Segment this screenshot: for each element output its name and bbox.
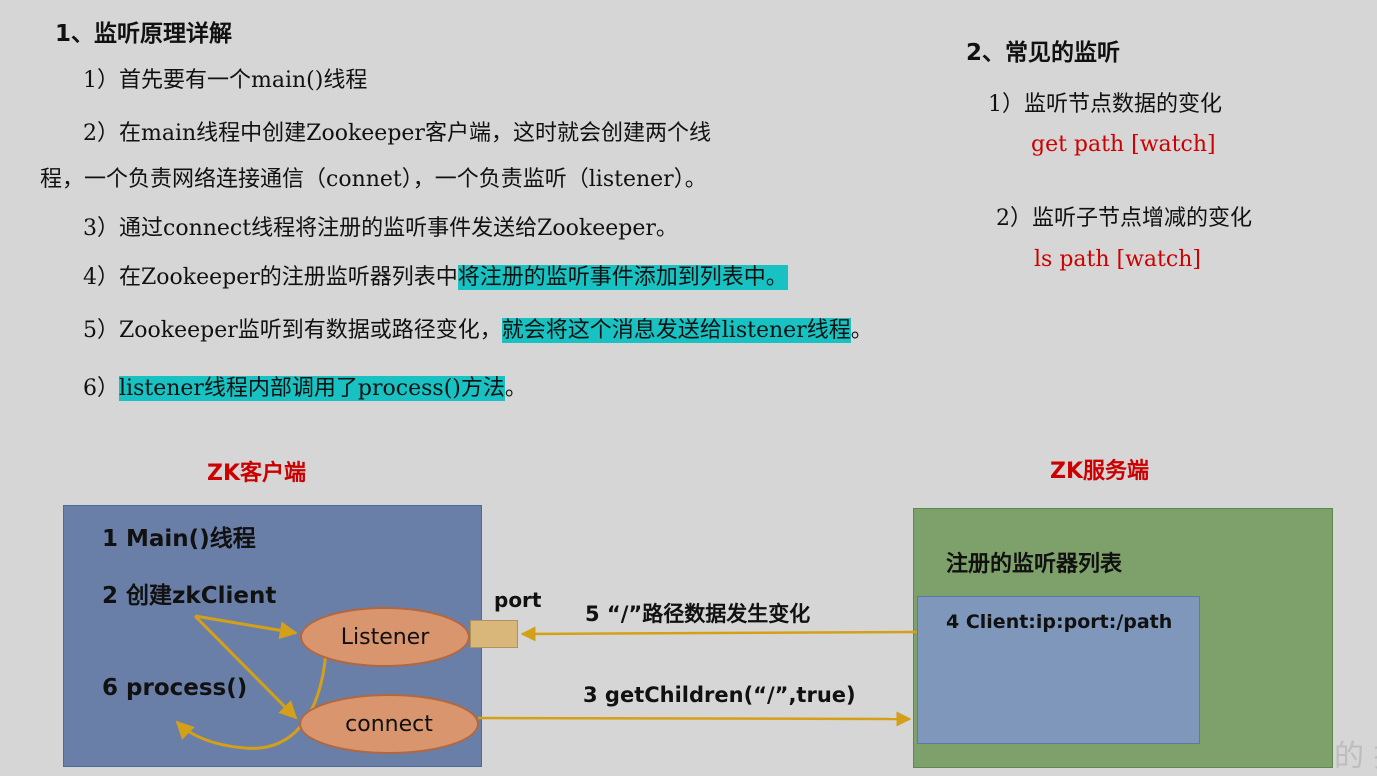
- step-4: 4）在Zookeeper的注册监听器列表中将注册的监听事件添加到列表中。: [83, 259, 788, 291]
- common-item-2: 2）监听子节点增减的变化: [996, 206, 1252, 231]
- step-5-end: 。: [850, 318, 873, 343]
- step-1: 1）首先要有一个main()线程: [83, 68, 368, 93]
- step-5: 5）Zookeeper监听到有数据或路径变化，就会将这个消息发送给listene…: [83, 312, 873, 344]
- arrow-3-label: 3 getChildren(“/”,true): [583, 683, 856, 707]
- server-title: ZK服务端: [1050, 459, 1150, 484]
- server-list-title: 注册的监听器列表: [946, 552, 1123, 577]
- common-item-1: 1）监听节点数据的变化: [988, 92, 1222, 117]
- connect-label: connect: [345, 711, 433, 737]
- client-main-thread: 1 Main()线程: [102, 526, 256, 552]
- step-2: 2）在main线程中创建Zookeeper客户端，这时就会创建两个线: [83, 121, 711, 146]
- step-4-highlight: 将注册的监听事件添加到列表中。: [457, 265, 788, 290]
- arrow-server-to-port: [520, 626, 918, 642]
- step-6: 6）listener线程内部调用了process()方法。: [83, 370, 527, 402]
- arrow-zkclient-connect: [193, 614, 298, 720]
- common-cmd-2: ls path [watch]: [1034, 247, 1201, 272]
- listener-list-box: [917, 596, 1200, 744]
- step-4-plain: 4）在Zookeeper的注册监听器列表中: [83, 265, 458, 290]
- listener-label: Listener: [340, 624, 430, 650]
- connect-ellipse: connect: [299, 694, 479, 754]
- arrow-connect-to-server: [477, 711, 912, 727]
- arrow-zkclient-listener: [194, 614, 298, 640]
- step-6-prefix: 6）: [83, 376, 119, 401]
- watermark: 的 技: [1334, 739, 1377, 774]
- step-5-plain: 5）Zookeeper监听到有数据或路径变化，: [83, 318, 502, 343]
- server-entry: 4 Client:ip:port:/path: [946, 611, 1173, 633]
- listener-ellipse: Listener: [300, 607, 470, 667]
- client-create-zkclient: 2 创建zkClient: [102, 583, 277, 609]
- step-6-end: 。: [504, 376, 527, 401]
- port-box: [470, 620, 518, 648]
- arrow-5-label: 5 “/”路径数据发生变化: [585, 602, 811, 626]
- common-cmd-1: get path [watch]: [1031, 132, 1216, 157]
- port-label: port: [494, 588, 542, 612]
- arrow-listener-process: [175, 651, 328, 750]
- step-3: 3）通过connect线程将注册的监听事件发送给Zookeeper。: [83, 216, 678, 241]
- client-process: 6 process(): [102, 675, 248, 701]
- principle-heading: 1、监听原理详解: [55, 21, 233, 47]
- common-heading: 2、常见的监听: [966, 40, 1121, 66]
- step-2-cont: 程，一个负责网络连接通信（connet），一个负责监听（listener）。: [40, 167, 707, 192]
- step-6-highlight: listener线程内部调用了process()方法: [119, 376, 505, 401]
- client-title: ZK客户端: [207, 461, 307, 486]
- step-5-highlight: 就会将这个消息发送给listener线程: [501, 318, 851, 343]
